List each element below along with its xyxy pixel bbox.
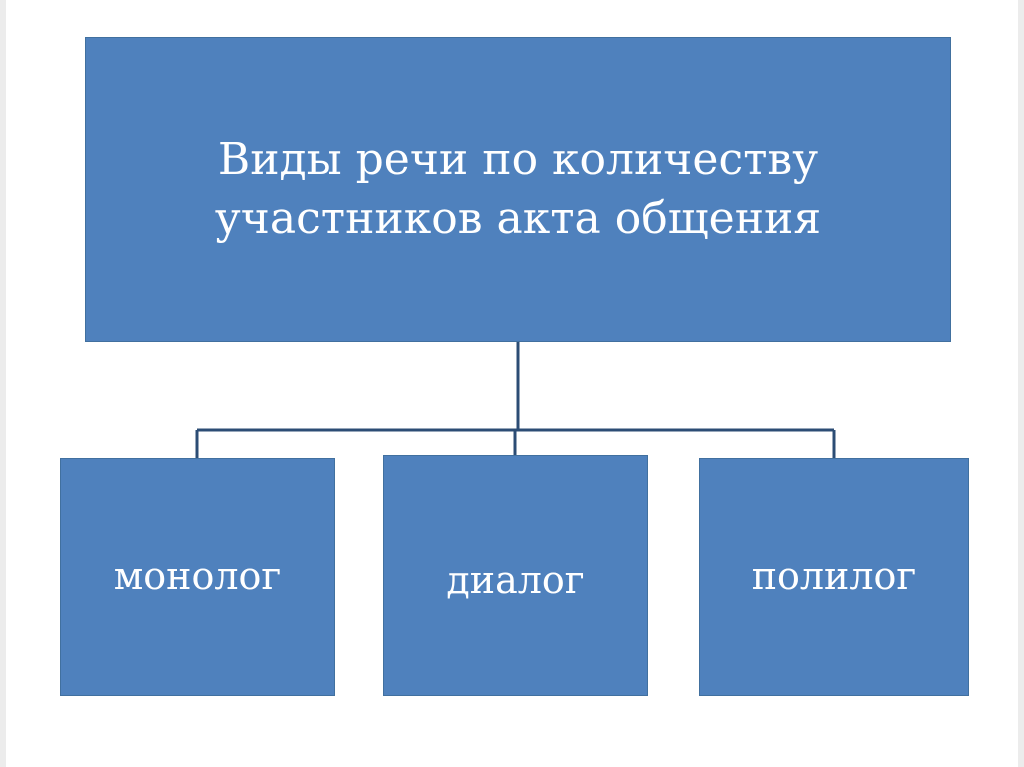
left-edge-line <box>0 0 6 767</box>
dialog-node-label: диалог <box>446 558 585 602</box>
monolog-node-label: монолог <box>113 554 282 599</box>
root-node-line-1: Виды речи по количеству <box>217 134 819 186</box>
root-node-line-2: участников акта общения <box>214 192 822 244</box>
polilog-node-box: полилог <box>699 458 969 696</box>
root-node-text: Виды речи по количеству участников акта … <box>215 131 821 247</box>
right-edge-line <box>1018 0 1024 767</box>
polilog-node-label: полилог <box>751 554 917 599</box>
dialog-node-box: диалог <box>383 455 648 696</box>
monolog-node-box: монолог <box>60 458 335 696</box>
root-node-box: Виды речи по количеству участников акта … <box>85 37 951 342</box>
